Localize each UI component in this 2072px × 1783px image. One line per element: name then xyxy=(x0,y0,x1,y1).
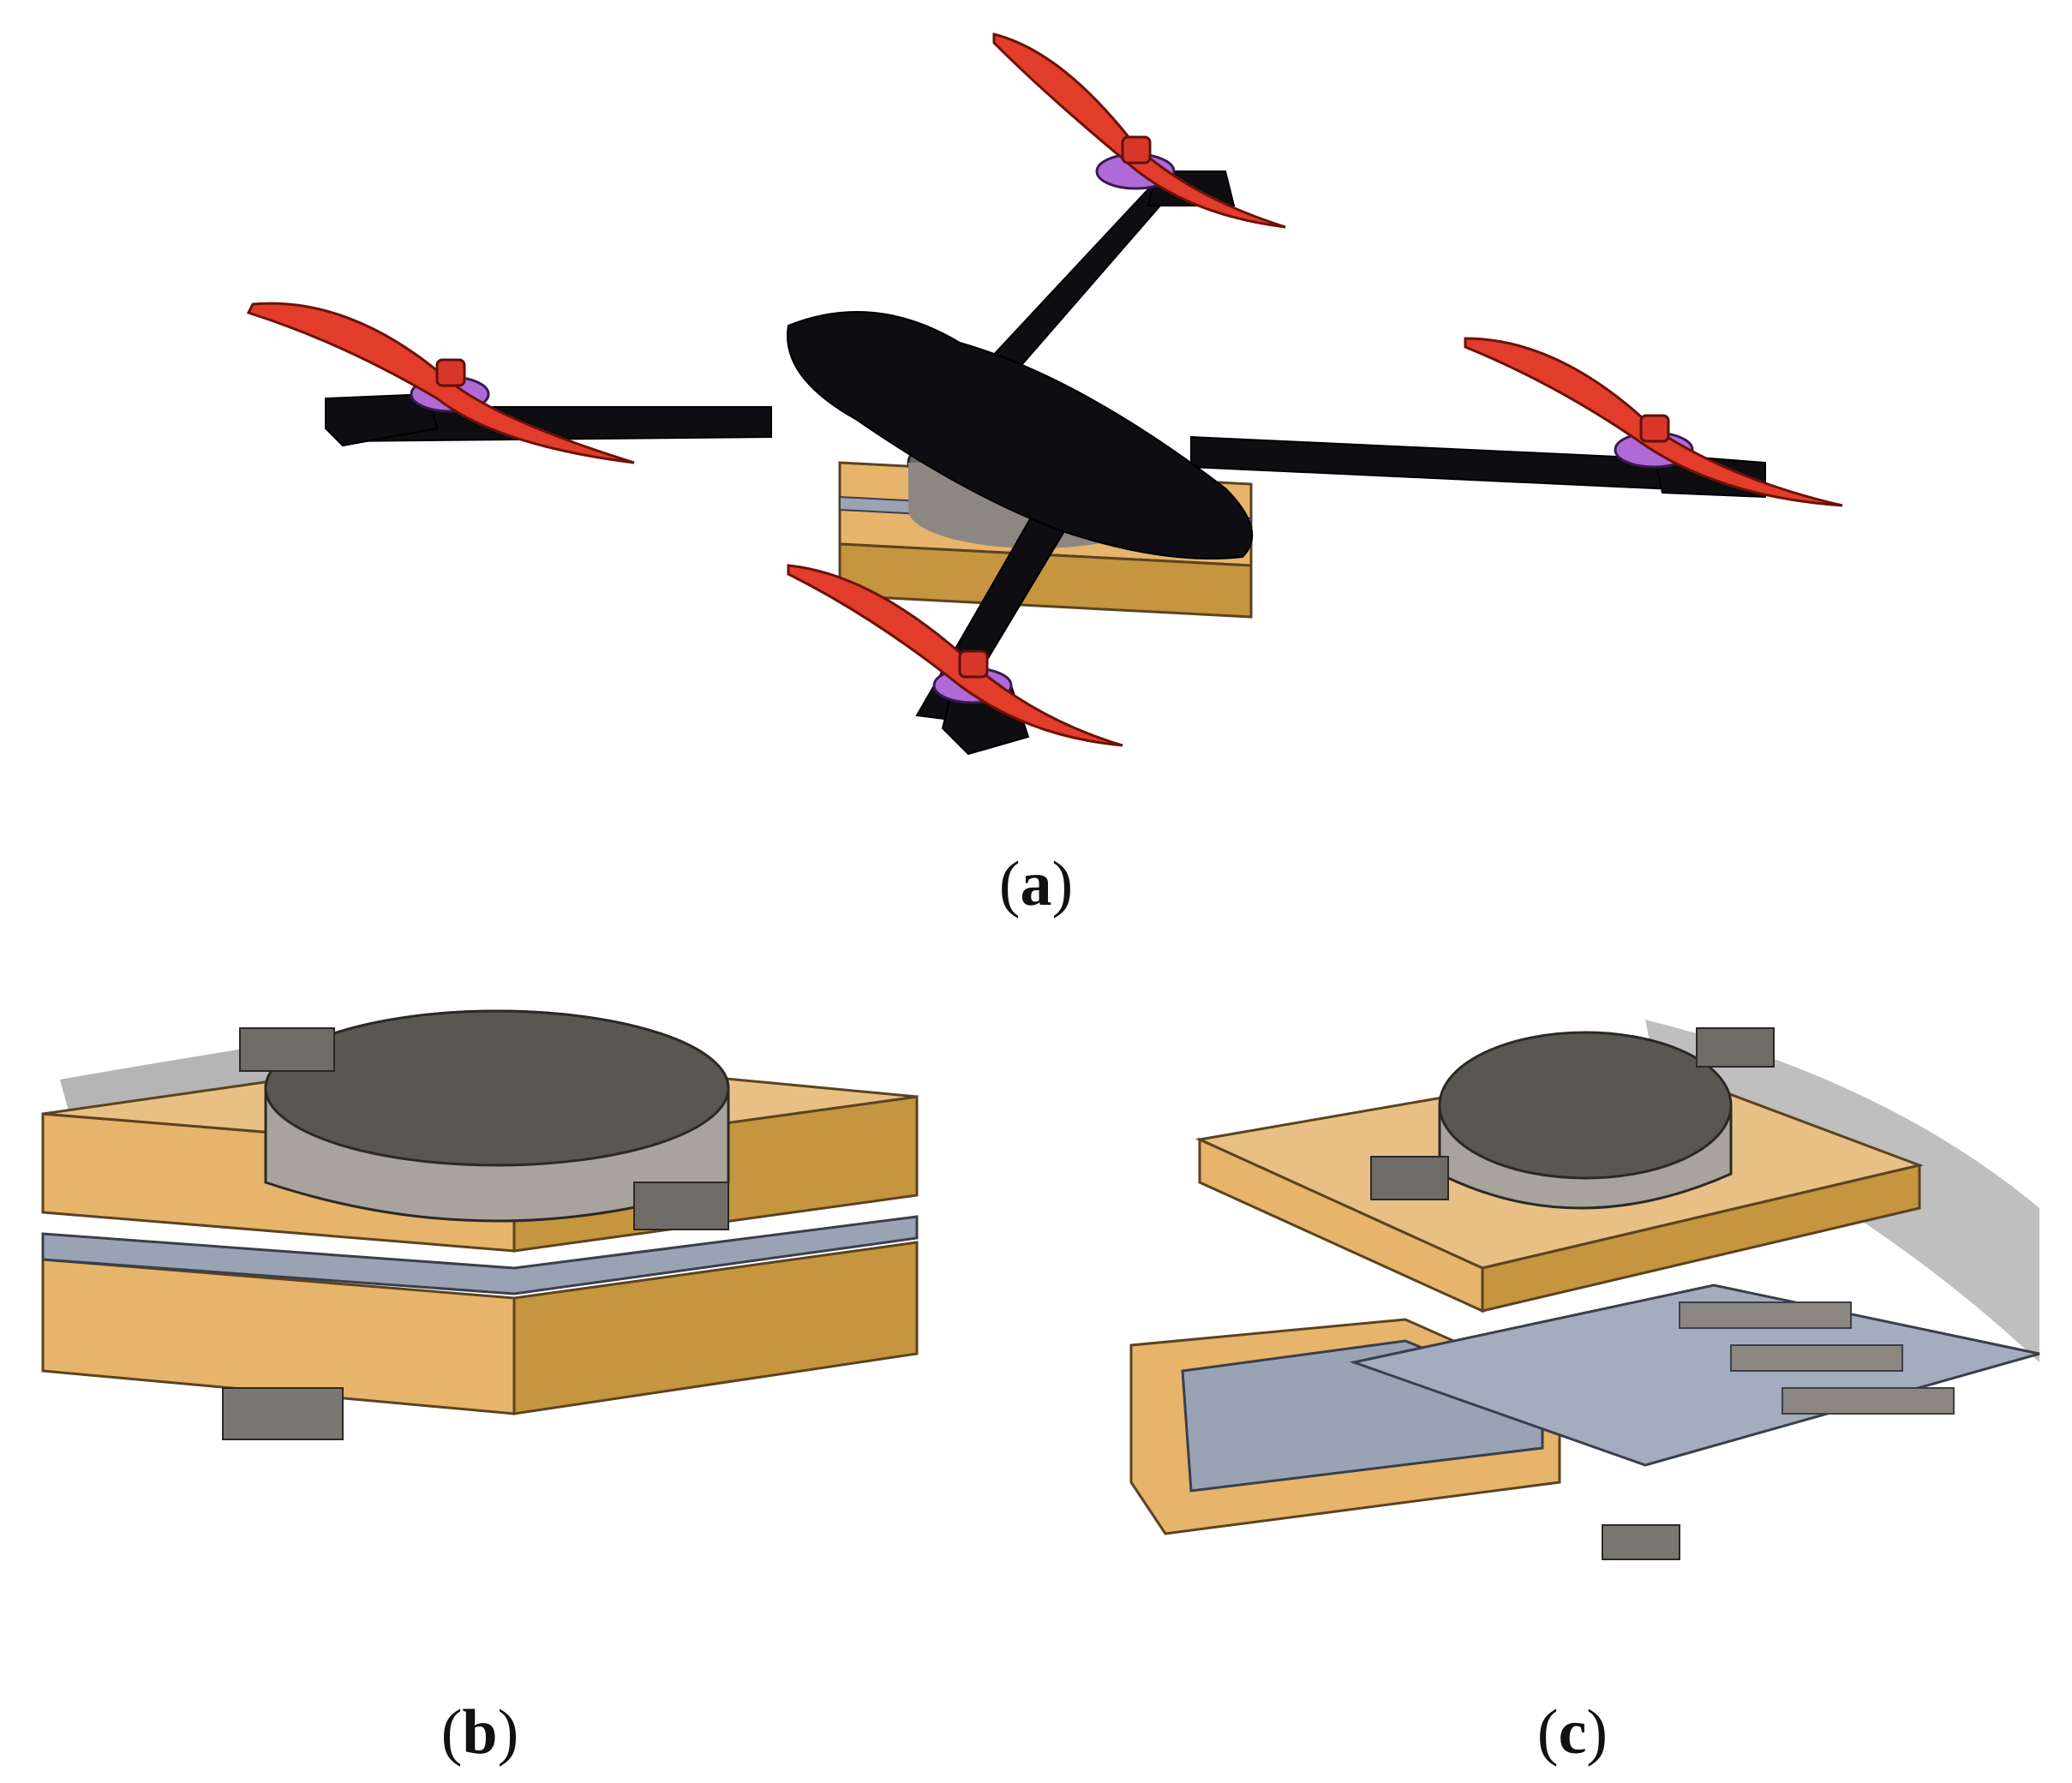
panel-a-drone xyxy=(240,17,1868,771)
panel-b-module-closed xyxy=(34,1002,943,1602)
caption-a: (a) xyxy=(998,849,1074,919)
avionics-module-exploded-icon xyxy=(1129,1020,2040,1560)
avionics-module-assembled-icon xyxy=(41,1009,919,1440)
quadcopter-drone-icon xyxy=(246,33,1843,756)
prop-hubs xyxy=(435,135,1670,679)
caption-c: (c) xyxy=(1536,1697,1608,1768)
panel-c-module-open xyxy=(1114,1002,2057,1619)
frame xyxy=(325,171,1766,756)
caption-b: (b) xyxy=(440,1697,519,1768)
